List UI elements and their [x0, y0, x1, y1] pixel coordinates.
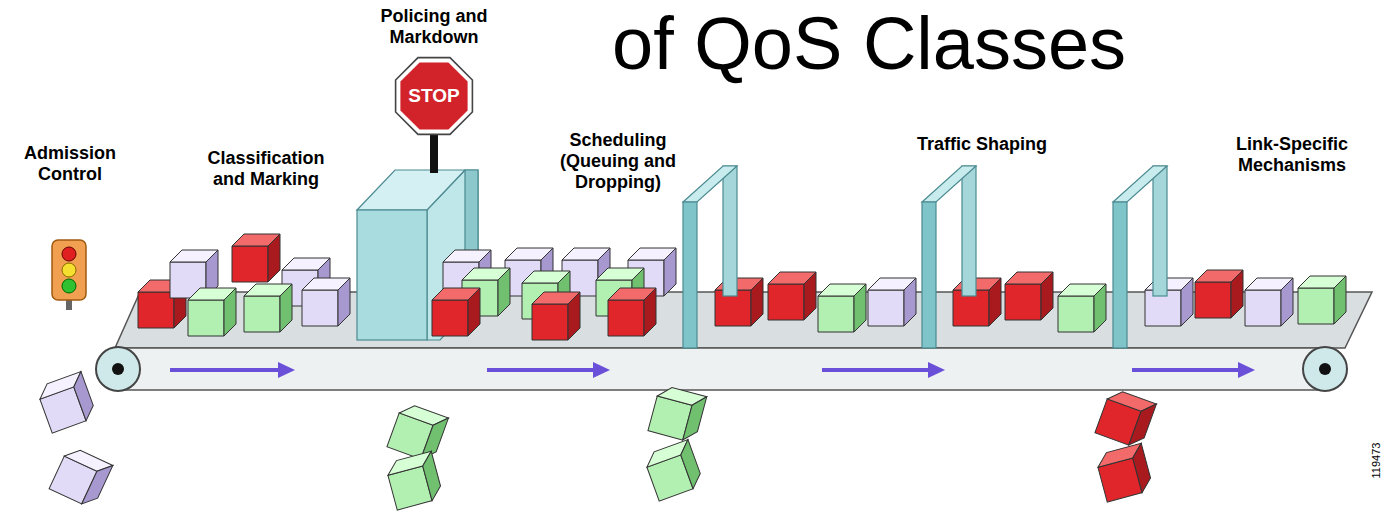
cube-face — [1058, 296, 1094, 332]
cube-face — [751, 278, 763, 326]
diagram-title: of QoS Classes — [612, 2, 1126, 86]
stage-label: Link-Specific Mechanisms — [1217, 134, 1367, 176]
cube-face — [568, 292, 580, 340]
packet-cube — [768, 272, 816, 320]
cube-face — [1041, 272, 1053, 320]
cube-face — [818, 296, 854, 332]
cube-face — [138, 292, 174, 328]
stage-label: Traffic Shaping — [872, 134, 1092, 155]
packet-cube — [1095, 443, 1154, 502]
packet-cube — [953, 278, 1001, 326]
figure-number: 119473 — [1370, 442, 1383, 478]
packet-cube — [868, 278, 916, 326]
cube-face — [768, 284, 804, 320]
cube-face — [664, 248, 676, 296]
cube-face — [1245, 290, 1281, 326]
cube-face — [904, 278, 916, 326]
cube-face — [532, 304, 568, 340]
packet-cube — [715, 278, 763, 326]
cube-face — [1231, 270, 1243, 318]
stage-label: Admission Control — [14, 143, 126, 185]
cube-face — [224, 288, 236, 336]
shaping-gate — [922, 166, 976, 348]
packet-cube — [608, 288, 656, 336]
cube-face — [608, 300, 644, 336]
packet-cube — [1058, 284, 1106, 332]
cube-face — [188, 300, 224, 336]
cube-face — [1298, 288, 1334, 324]
packet-cube — [302, 278, 350, 326]
cube-face — [1005, 284, 1041, 320]
packet-cube — [387, 402, 449, 464]
packet-cube — [532, 292, 580, 340]
packet-cube — [1245, 278, 1293, 326]
packet-cube — [49, 445, 113, 509]
packet-cube — [648, 384, 707, 443]
cube-face — [82, 460, 113, 509]
stage-label: Scheduling (Queuing and Dropping) — [548, 130, 688, 193]
cube-face — [280, 284, 292, 332]
cube-face — [244, 296, 280, 332]
stage-label: Classification and Marking — [191, 148, 341, 190]
packet-cube — [1195, 270, 1243, 318]
packet-cube — [232, 234, 280, 282]
packet-cube — [385, 451, 444, 510]
packet-cube — [643, 440, 705, 502]
packet-cube — [244, 284, 292, 332]
cube-face — [683, 394, 707, 443]
traffic-light — [52, 240, 86, 310]
cube-face — [420, 451, 444, 500]
cube-face — [1281, 278, 1293, 326]
scheduling-gate — [683, 166, 737, 348]
sign-text: STOP — [394, 85, 474, 107]
cube-face — [302, 290, 338, 326]
flow-arrows — [170, 362, 1255, 378]
cube-face — [432, 300, 468, 336]
cube-face — [1181, 278, 1193, 326]
cube-face — [268, 234, 280, 282]
cube-face — [1195, 282, 1231, 318]
cube-face — [989, 278, 1001, 326]
cube-face — [804, 272, 816, 320]
packet-cube — [1095, 388, 1157, 450]
packet-cube — [36, 372, 98, 434]
packet-cube — [1298, 276, 1346, 324]
cube-face — [1129, 400, 1157, 449]
packet-cube — [1005, 272, 1053, 320]
stage-label: Policing and Markdown — [369, 6, 499, 48]
cube-face — [644, 288, 656, 336]
cube-face — [1130, 443, 1154, 492]
cube-face — [232, 246, 268, 282]
cube-face — [677, 440, 705, 489]
cube-face — [498, 268, 510, 316]
cube-face — [854, 284, 866, 332]
cube-face — [70, 372, 98, 421]
packet-cube — [432, 288, 480, 336]
cube-face — [1334, 276, 1346, 324]
packet-cube — [1145, 278, 1193, 326]
cube-face — [468, 288, 480, 336]
packet-cube — [188, 288, 236, 336]
policing-gate — [357, 133, 478, 340]
cube-face — [1094, 284, 1106, 332]
cube-face — [868, 290, 904, 326]
cube-face — [338, 278, 350, 326]
stop-sign: STOP — [394, 56, 474, 136]
packet-cube — [818, 284, 866, 332]
link-gate — [1113, 166, 1167, 348]
